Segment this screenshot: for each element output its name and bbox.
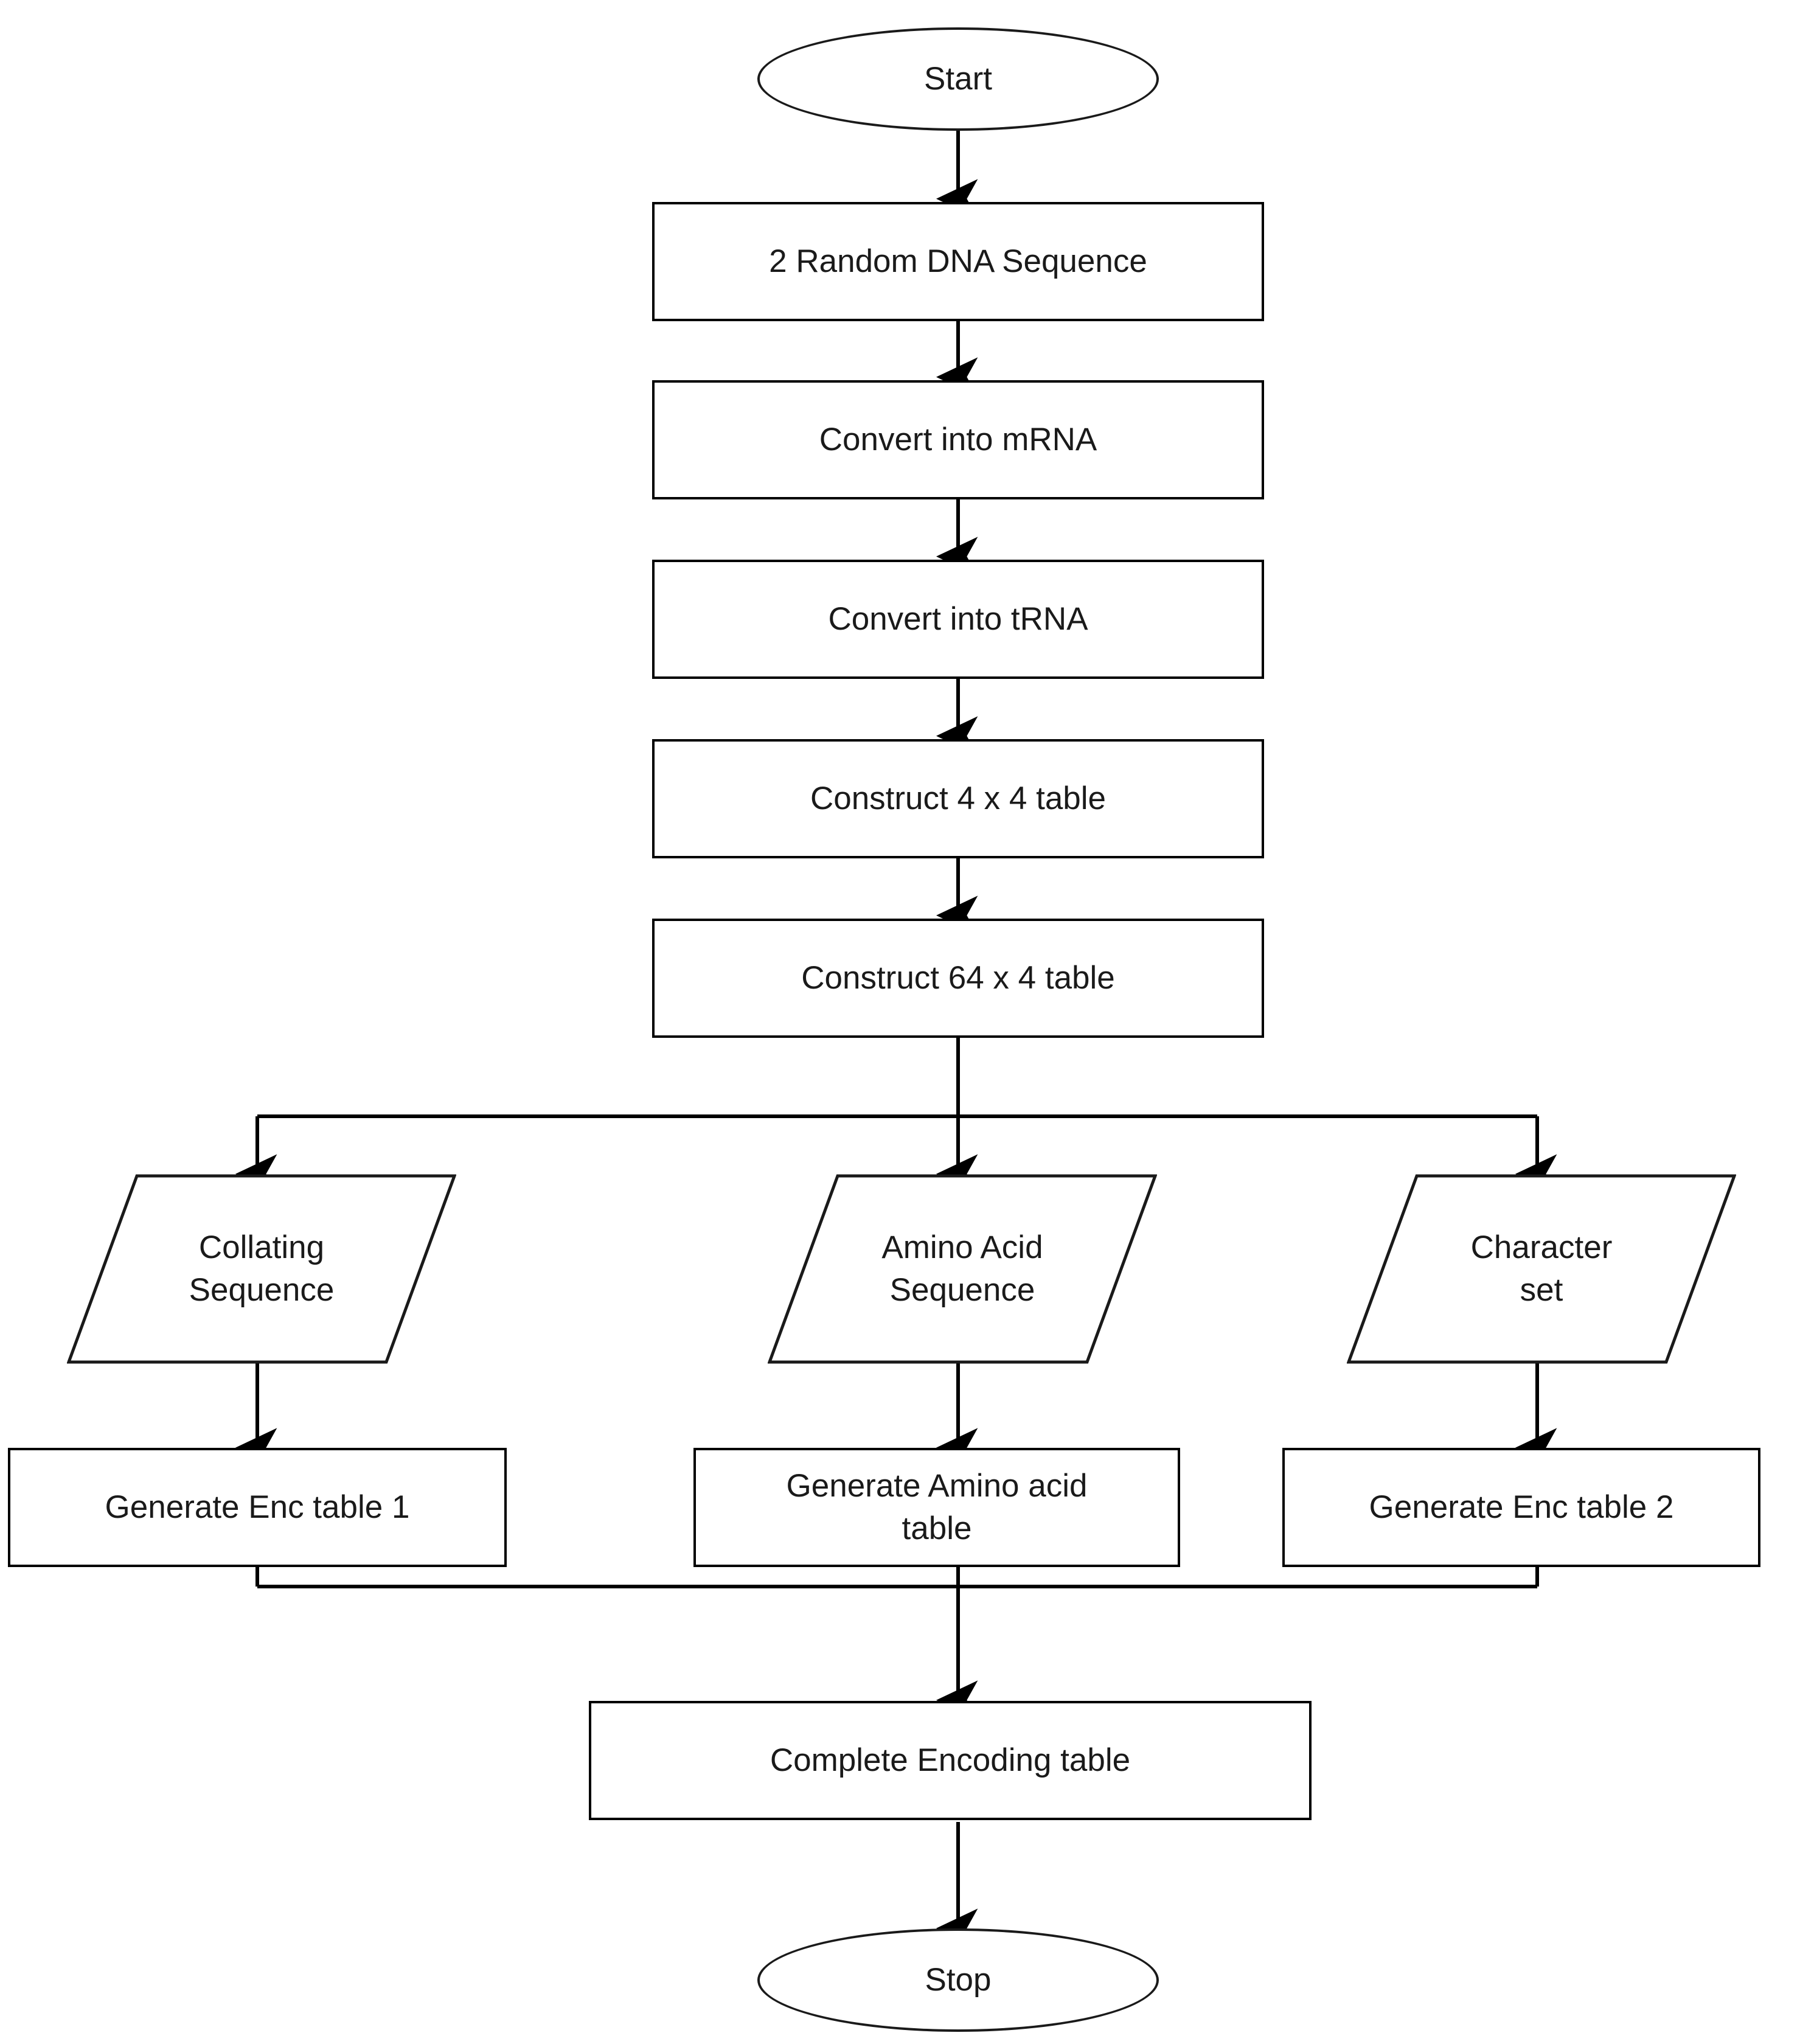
amino-acid-sequence-shape — [768, 1174, 1157, 1364]
node-generate-enc-table-2-label: Generate Enc table 2 — [1369, 1489, 1674, 1526]
node-stop-label: Stop — [925, 1962, 992, 1998]
node-generate-amino-acid-table[interactable]: Generate Amino acid table — [693, 1448, 1180, 1567]
node-character-set-label: Character set — [1470, 1229, 1613, 1308]
character-set-shape — [1347, 1174, 1736, 1364]
node-generate-enc-table-2[interactable]: Generate Enc table 2 — [1282, 1448, 1760, 1567]
node-complete-encoding-table-label: Complete Encoding table — [770, 1742, 1131, 1779]
node-construct-64x4-table[interactable]: Construct 64 x 4 table — [652, 919, 1264, 1038]
collating-sequence-shape — [67, 1174, 456, 1364]
node-stop[interactable]: Stop — [757, 1928, 1159, 2032]
node-random-dna[interactable]: 2 Random DNA Sequence — [652, 202, 1264, 321]
node-random-dna-label: 2 Random DNA Sequence — [769, 243, 1147, 280]
node-amino-acid-sequence[interactable]: Amino Acid Sequence — [768, 1174, 1157, 1364]
node-generate-enc-table-1[interactable]: Generate Enc table 1 — [8, 1448, 507, 1567]
node-convert-mrna[interactable]: Convert into mRNA — [652, 380, 1264, 499]
node-construct-4x4-table[interactable]: Construct 4 x 4 table — [652, 739, 1264, 858]
node-generate-amino-acid-table-label: Generate Amino acid table — [786, 1468, 1088, 1546]
node-construct-64x4-table-label: Construct 64 x 4 table — [801, 960, 1115, 996]
node-complete-encoding-table[interactable]: Complete Encoding table — [589, 1701, 1312, 1820]
node-generate-enc-table-1-label: Generate Enc table 1 — [105, 1489, 410, 1526]
node-character-set[interactable]: Character set — [1347, 1174, 1736, 1364]
node-amino-acid-sequence-label: Amino Acid Sequence — [881, 1229, 1043, 1308]
node-collating-sequence-label: Collating Sequence — [189, 1229, 335, 1308]
node-start-label: Start — [924, 61, 992, 97]
node-construct-4x4-table-label: Construct 4 x 4 table — [810, 780, 1107, 817]
node-collating-sequence[interactable]: Collating Sequence — [67, 1174, 456, 1364]
node-convert-trna-label: Convert into tRNA — [828, 601, 1088, 638]
node-convert-trna[interactable]: Convert into tRNA — [652, 560, 1264, 679]
node-start[interactable]: Start — [757, 27, 1159, 131]
node-convert-mrna-label: Convert into mRNA — [819, 422, 1097, 458]
